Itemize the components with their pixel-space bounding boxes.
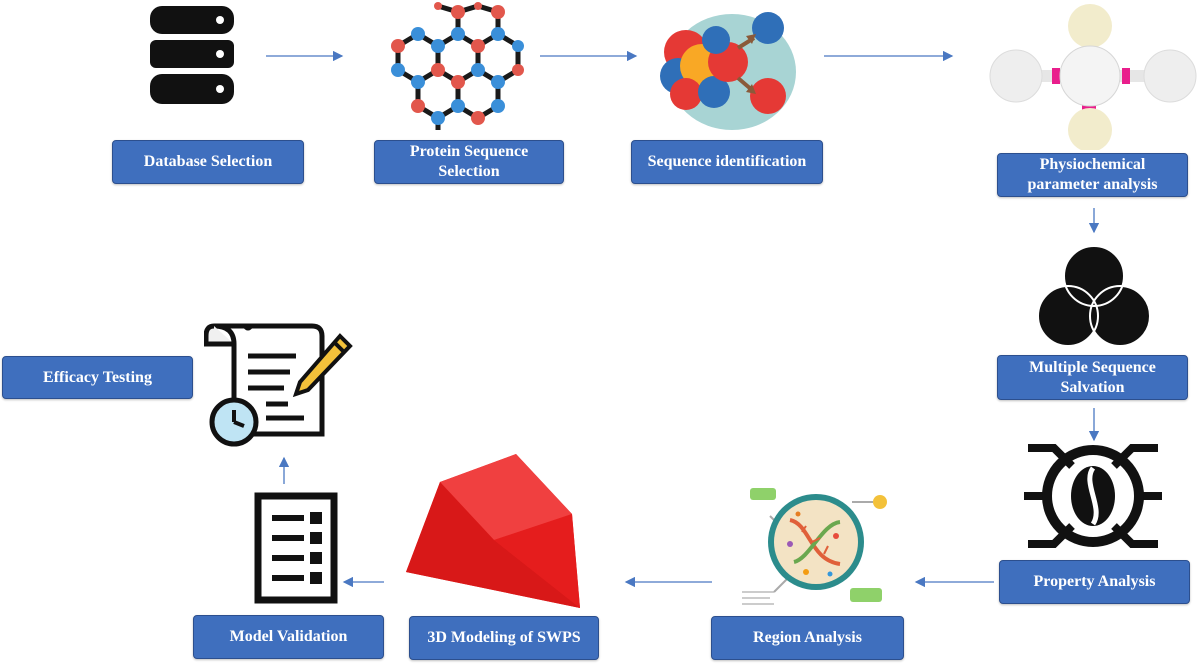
step-label: Protein Sequence Selection [409, 143, 529, 180]
cell-dna-icon [742, 488, 887, 605]
step-efficacy-testing: Efficacy Testing [2, 356, 193, 399]
step-physiochemical-parameter-analysis: Physiochemical parameter analysis [997, 153, 1188, 197]
step-label: Property Analysis [1033, 573, 1156, 590]
step-label: Multiple Sequence Salvation [1029, 358, 1156, 396]
database-icon [150, 6, 234, 104]
step-label: Model Validation [229, 628, 348, 645]
document-clock-icon [204, 323, 353, 447]
step-label: 3D Modeling of SWPS [427, 629, 581, 646]
checklist-icon [254, 492, 338, 604]
molecule-network-icon [391, 2, 524, 130]
step-label: Efficacy Testing [43, 368, 152, 386]
step-property-analysis: Property Analysis [999, 560, 1190, 604]
step-label: Physiochemical parameter analysis [1027, 156, 1158, 193]
molecular-model-icon [989, 4, 1197, 150]
step-model-validation: Model Validation [193, 615, 384, 659]
coffee-bean-processor-icon [1024, 444, 1162, 548]
step-multiple-sequence-salvation: Multiple Sequence Salvation [997, 355, 1188, 400]
atoms-reaction-icon [660, 12, 796, 130]
red-cube-icon [406, 454, 580, 608]
step-region-analysis: Region Analysis [711, 616, 904, 660]
step-database-selection: Database Selection [112, 140, 304, 184]
venn-diagram-icon [1037, 245, 1151, 347]
step-label: Region Analysis [753, 629, 862, 646]
step-protein-sequence-selection: Protein Sequence Selection [374, 140, 564, 184]
step-sequence-identification: Sequence identification [631, 140, 823, 184]
step-3d-modeling: 3D Modeling of SWPS [409, 616, 599, 660]
step-label: Sequence identification [647, 153, 807, 170]
step-label: Database Selection [143, 153, 273, 170]
